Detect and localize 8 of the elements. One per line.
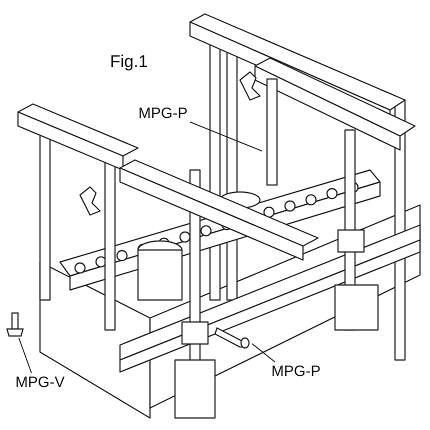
figure-title: Fig.1: [110, 52, 148, 72]
part-label: MPG-V: [12, 373, 68, 393]
leader-line: [190, 122, 262, 152]
part-label: MPG-P: [136, 104, 190, 124]
screw-drawing: [5, 312, 25, 338]
leader-line: [18, 338, 32, 374]
leader-line: [252, 343, 276, 362]
part-label: MPG-P: [268, 362, 324, 382]
